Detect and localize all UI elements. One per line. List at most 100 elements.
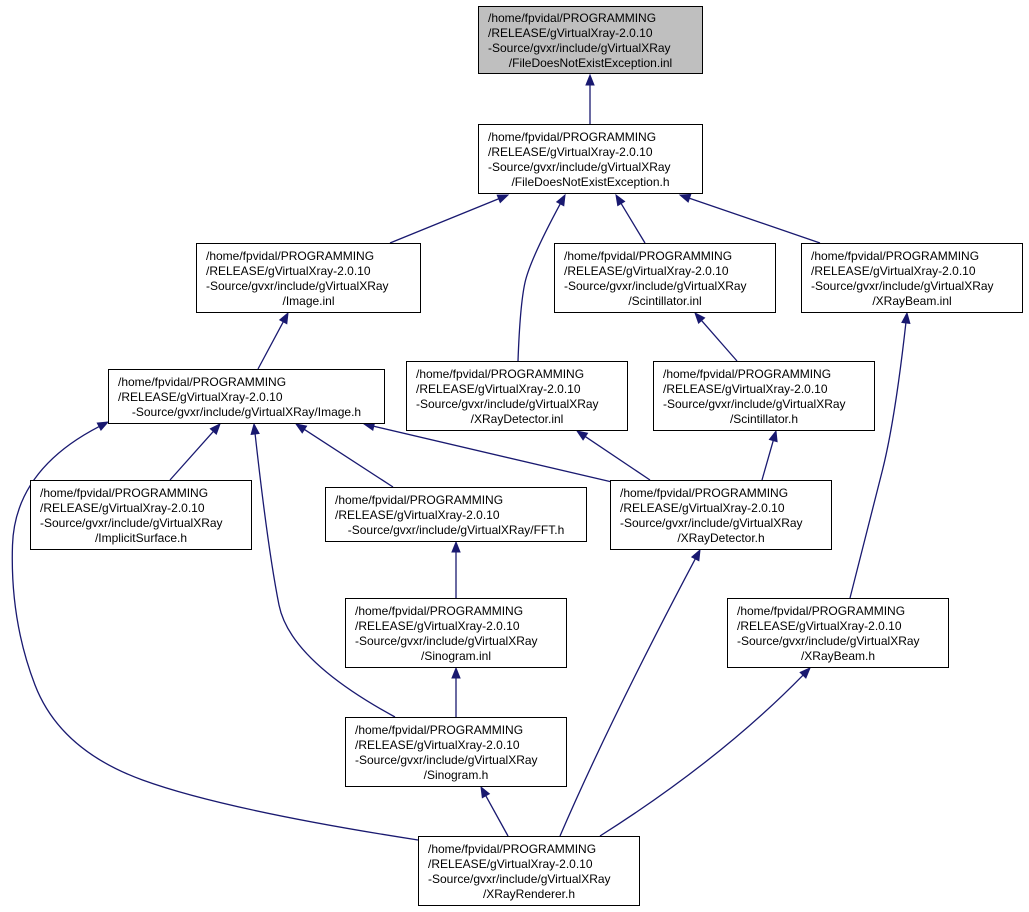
include-edge xyxy=(11,426,419,841)
include-edge xyxy=(373,425,613,483)
node-label-line: -Source/gvxr/include/gVirtualXRay xyxy=(663,397,846,411)
include-node[interactable]: /home/fpvidal/PROGRAMMING/RELEASE/gVirtu… xyxy=(30,480,252,550)
node-label-line: /home/fpvidal/PROGRAMMING xyxy=(355,604,524,618)
edge-arrowhead xyxy=(690,548,701,562)
include-edge xyxy=(584,436,651,481)
node-label-line: /RELEASE/gVirtualXray-2.0.10 xyxy=(564,264,729,278)
include-edge xyxy=(689,197,821,244)
node-label-line: /home/fpvidal/PROGRAMMING xyxy=(355,723,524,737)
edge-arrowhead xyxy=(451,540,461,553)
include-node[interactable]: /home/fpvidal/PROGRAMMING/RELEASE/gVirtu… xyxy=(554,243,776,313)
node-label-line: /XRayBeam.inl xyxy=(872,294,952,308)
node-label-line: -Source/gvxr/include/gVirtualXRay xyxy=(737,634,920,648)
node-label-line: -Source/gvxr/include/gVirtualXRay xyxy=(620,516,803,530)
node-label-line: /XRayRenderer.h xyxy=(482,887,576,901)
include-edge xyxy=(485,795,509,837)
node-label-line: /XRayBeam.h xyxy=(800,649,876,663)
node-label-line: /home/fpvidal/PROGRAMMING xyxy=(564,249,733,263)
node-label-line: /RELEASE/gVirtualXray-2.0.10 xyxy=(416,382,581,396)
include-edge xyxy=(620,203,646,244)
include-node[interactable]: /home/fpvidal/PROGRAMMING/RELEASE/gVirtu… xyxy=(418,836,640,906)
node-label-line: /RELEASE/gVirtualXray-2.0.10 xyxy=(40,501,205,515)
node-label-line: /home/fpvidal/PROGRAMMING xyxy=(488,130,657,144)
include-node[interactable]: /home/fpvidal/PROGRAMMING/RELEASE/gVirtu… xyxy=(610,480,832,550)
node-label-line: /RELEASE/gVirtualXray-2.0.10 xyxy=(355,738,520,752)
edge-arrowhead xyxy=(678,193,692,203)
include-node[interactable]: /home/fpvidal/PROGRAMMING/RELEASE/gVirtu… xyxy=(653,361,875,431)
node-label-line: /home/fpvidal/PROGRAMMING xyxy=(737,604,906,618)
node-label-line: -Source/gvxr/include/gVirtualXRay/FFT.h xyxy=(347,523,565,537)
node-label-line: /ImplicitSurface.h xyxy=(94,531,188,545)
include-node[interactable]: /home/fpvidal/PROGRAMMING/RELEASE/gVirtu… xyxy=(478,124,703,194)
edge-arrowhead xyxy=(694,311,706,325)
node-label-line: /home/fpvidal/PROGRAMMING xyxy=(206,249,375,263)
node-label-line: /Sinogram.h xyxy=(423,768,489,782)
include-node[interactable]: /home/fpvidal/PROGRAMMING/RELEASE/gVirtu… xyxy=(406,361,628,431)
node-label-line: /home/fpvidal/PROGRAMMING xyxy=(40,486,209,500)
include-node[interactable]: /home/fpvidal/PROGRAMMING/RELEASE/gVirtu… xyxy=(108,369,385,424)
node-label-line: /RELEASE/gVirtualXray-2.0.10 xyxy=(737,619,902,633)
node-label-line: /FileDoesNotExistException.h xyxy=(511,175,670,189)
node-label-line: /RELEASE/gVirtualXray-2.0.10 xyxy=(335,508,500,522)
node-label-line: /Scintillator.inl xyxy=(628,294,702,308)
include-node[interactable]: /home/fpvidal/PROGRAMMING/RELEASE/gVirtu… xyxy=(345,717,567,787)
edge-arrowhead xyxy=(480,785,491,799)
node-label-line: /XRayDetector.inl xyxy=(470,412,564,426)
edge-arrowhead xyxy=(901,311,911,324)
include-edge xyxy=(559,558,696,837)
include-node[interactable]: /home/fpvidal/PROGRAMMING/RELEASE/gVirtu… xyxy=(727,598,949,668)
edge-arrowhead xyxy=(615,193,626,207)
include-node[interactable]: /home/fpvidal/PROGRAMMING/RELEASE/gVirtu… xyxy=(345,598,567,668)
node-label-line: /Sinogram.inl xyxy=(420,649,492,663)
node-label-line: -Source/gvxr/include/gVirtualXRay xyxy=(206,279,389,293)
include-edge xyxy=(254,433,396,718)
edge-arrowhead xyxy=(294,423,308,434)
node-label-line: /home/fpvidal/PROGRAMMING xyxy=(663,367,832,381)
include-edge xyxy=(517,203,561,362)
node-label-line: -Source/gvxr/include/gVirtualXRay xyxy=(40,516,223,530)
node-label-line: /home/fpvidal/PROGRAMMING xyxy=(620,486,789,500)
include-node[interactable]: /home/fpvidal/PROGRAMMING/RELEASE/gVirtu… xyxy=(325,487,587,542)
current-file-node: /home/fpvidal/PROGRAMMING/RELEASE/gVirtu… xyxy=(478,6,703,74)
node-label-line: /RELEASE/gVirtualXray-2.0.10 xyxy=(488,145,653,159)
node-label-line: /Scintillator.h xyxy=(729,412,799,426)
node-label-line: /RELEASE/gVirtualXray-2.0.10 xyxy=(428,857,593,871)
node-label-line: /FileDoesNotExistException.inl xyxy=(508,56,673,70)
node-label-line: -Source/gvxr/include/gVirtualXRay xyxy=(416,397,599,411)
edge-arrowhead xyxy=(451,666,461,679)
include-edge xyxy=(761,440,774,481)
node-label-line: /home/fpvidal/PROGRAMMING xyxy=(118,375,287,389)
node-label-line: /RELEASE/gVirtualXray-2.0.10 xyxy=(355,619,520,633)
node-label-line: /RELEASE/gVirtualXray-2.0.10 xyxy=(663,382,828,396)
node-label-line: /RELEASE/gVirtualXray-2.0.10 xyxy=(488,26,653,40)
include-edge xyxy=(599,674,804,837)
node-label-line: /home/fpvidal/PROGRAMMING xyxy=(488,11,657,25)
include-edge xyxy=(169,431,214,481)
edge-arrowhead xyxy=(555,193,566,207)
node-label-line: /RELEASE/gVirtualXray-2.0.10 xyxy=(206,264,371,278)
node-label-line: /Image.inl xyxy=(282,294,335,308)
node-label-line: /home/fpvidal/PROGRAMMING xyxy=(428,842,597,856)
node-label-line: /home/fpvidal/PROGRAMMING xyxy=(335,493,504,507)
node-label-line: -Source/gvxr/include/gVirtualXRay xyxy=(428,872,611,886)
edge-arrowhead xyxy=(250,422,260,435)
node-label-line: /RELEASE/gVirtualXray-2.0.10 xyxy=(620,501,785,515)
node-label-line: -Source/gvxr/include/gVirtualXRay xyxy=(488,160,671,174)
edge-arrowhead xyxy=(799,667,811,679)
edge-arrowhead xyxy=(96,421,110,432)
include-node[interactable]: /home/fpvidal/PROGRAMMING/RELEASE/gVirtu… xyxy=(196,243,421,313)
include-edge xyxy=(389,198,499,244)
include-edge xyxy=(849,322,907,599)
node-label-line: -Source/gvxr/include/gVirtualXRay xyxy=(355,634,538,648)
edge-arrowhead xyxy=(209,422,221,435)
include-node[interactable]: /home/fpvidal/PROGRAMMING/RELEASE/gVirtu… xyxy=(801,243,1023,313)
edge-arrowhead xyxy=(768,429,778,443)
node-label-line: -Source/gvxr/include/gVirtualXRay/Image.… xyxy=(131,405,362,419)
node-label-line: -Source/gvxr/include/gVirtualXRay xyxy=(564,279,747,293)
node-label-line: /RELEASE/gVirtualXray-2.0.10 xyxy=(118,390,283,404)
edge-arrowhead xyxy=(496,194,510,204)
node-label-line: /XRayDetector.h xyxy=(677,531,765,545)
node-label-line: /home/fpvidal/PROGRAMMING xyxy=(416,367,585,381)
